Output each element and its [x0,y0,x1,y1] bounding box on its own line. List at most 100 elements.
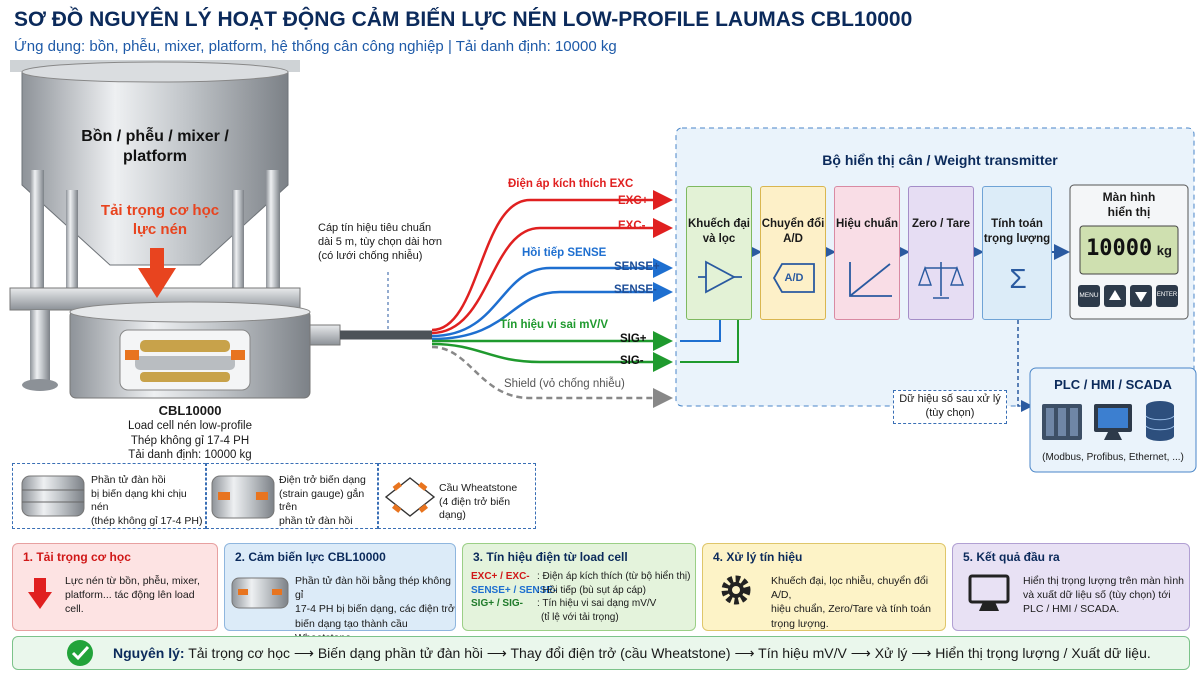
menu-button[interactable]: MENU [1079,292,1099,299]
enter-button[interactable]: ENTER [1156,292,1178,298]
down-button[interactable] [1130,285,1152,307]
step-2-text1: Phần tử đàn hồi bằng thép không gỉ [295,575,451,602]
up-button[interactable] [1104,285,1126,307]
step-1-text1: Lực nén từ bồn, phễu, mixer, [65,575,200,587]
stage-zero-tare-label: Zero / Tare [912,218,970,230]
tank-label-line1: Bồn / phễu / mixer / [81,128,229,145]
principle-text: Tải trọng cơ học ⟶ Biến dạng phần tử đàn… [188,645,1151,661]
signal-sig-key: SIG+ / SIG- [471,598,523,609]
stage-ad-label2: A/D [783,232,803,245]
signal-sense-val: : Hồi tiếp (bù sụt áp cáp) [537,584,646,596]
step-1-title: 1. Tải trọng cơ học [23,550,131,564]
loadcell-info: CBL10000 Load cell nén low-profile Thép … [110,403,270,462]
step-card-4: 4. Xử lý tín hiệu Khuếch đại, lọc nhiễu,… [702,543,946,631]
step-5-text1: Hiển thị trọng lượng trên màn hình [1023,575,1185,587]
principle-label: Nguyên lý: [113,645,185,661]
display-unit: kg [1156,243,1172,258]
loadcell-name: CBL10000 [158,403,222,418]
display-title-line1: Màn hình [1102,190,1156,204]
stage-zero-tare: Zero / Tare [908,186,974,320]
sense-plus-label: SENSE+ [614,261,660,273]
ad-symbol: A/D [784,272,804,284]
stage-ad-label1: Chuyển đổi [761,218,825,230]
step-card-3: 3. Tín hiệu điện từ load cell EXC+ / EXC… [462,543,696,631]
signal-sig-note: (tỉ lệ với tải trọng) [541,611,619,623]
step-5-text3: PLC / HMI / SCADA. [1023,603,1120,616]
step-4-text3: trọng lượng. [771,617,829,630]
step-2-title: 2. Cảm biến lực CBL10000 [235,550,386,564]
inset-wheatstone-line2: (4 điện trở biến dạng) [439,495,511,522]
page-title: SƠ ĐỒ NGUYÊN LÝ HOẠT ĐỘNG CẢM BIẾN LỰC N… [14,8,913,31]
step-card-5: 5. Kết quả đầu ra Hiển thị trọng lượng t… [952,543,1190,631]
step-card-2: 2. Cảm biến lực CBL10000 Phần tử đàn hồi… [224,543,456,644]
exc-plus-label: EXC+ [618,195,649,207]
plc-protocols: (Modbus, Profibus, Ethernet, ...) [1042,452,1184,463]
display-title-line2: hiển thị [1107,205,1151,219]
stage-amplifier-label1: Khuếch đại [688,218,750,230]
cable-note-line3: (có lưới chống nhiễu) [318,249,423,262]
sig-minus-label: SIG- [620,355,644,367]
step-4-text1: Khuếch đại, lọc nhiễu, chuyển đổi A/D, [771,575,929,602]
digital-note-line1: Dữ hiệu số sau xử lý [899,393,1001,405]
inset-elastic-line2: bị biến dạng khi chịu nén [91,487,187,514]
inset-wheatstone-line1: Cầu Wheatstone [439,482,518,494]
stage-calibration-label: Hiệu chuẩn [836,218,898,230]
inset-wheatstone: Cầu Wheatstone (4 điện trở biến dạng) [378,463,536,529]
shield-label: Shield (vỏ chống nhiễu) [504,378,625,390]
inset-strain-line3: phần tử đàn hồi [279,514,353,527]
tank-illustration [9,60,432,399]
stage-amplifier: Khuếch đại và lọc [686,186,752,320]
signal-sig-val: : Tín hiệu vi sai dạng mV/V [537,598,657,609]
digital-note: Dữ hiệu số sau xử lý (tùy chọn) [893,390,1007,424]
display-value: 10000 [1086,236,1153,261]
tank-label-line2: platform [123,148,187,165]
loadcell-desc3: Tải danh định: 10000 kg [128,449,252,461]
principle-bar: Nguyên lý: Tải trọng cơ học ⟶ Biến dạng … [12,636,1190,670]
sense-minus-label: SENSE- [614,284,657,296]
plc-title: PLC / HMI / SCADA [1054,377,1172,392]
step-card-1: 1. Tải trọng cơ học Lực nén từ bồn, phễu… [12,543,218,631]
cable-note-line2: dài 5 m, tùy chọn dài hơn [318,235,443,248]
sense-group-label: Hồi tiếp SENSE [522,247,607,259]
stage-weight-calc: Tính toán trọng lượng Σ [982,186,1052,320]
step-3-title: 3. Tín hiệu điện từ load cell [473,550,628,564]
display-readout: 10000 kg [1082,236,1176,261]
exc-group-label: Điện áp kích thích EXC [508,178,634,190]
step-5-text2: và xuất dữ liệu số (tùy chọn) tới [1023,589,1171,602]
load-label-line2: lực nén [132,220,188,238]
stage-weight-calc-label2: trọng lượng [983,232,1051,245]
signal-sense-key: SENSE+ / SENSE- [471,584,557,596]
inset-elastic-line3: (thép không gỉ 17-4 PH) [91,514,203,527]
inset-elastic-element: Phần tử đàn hồi bị biến dạng khi chịu né… [12,463,206,529]
inset-strain-gauge: Điện trở biến dạng (strain gauge) gắn tr… [206,463,378,529]
sig-plus-label: SIG+ [620,333,647,345]
signal-exc-val: : Điện áp kích thích (từ bộ hiển thị) [537,571,691,582]
inset-strain-line2: (strain gauge) gắn trên [279,487,365,514]
step-1-text2: platform... tác động lên load cell. [65,589,195,616]
stage-weight-calc-label1: Tính toán [991,218,1043,230]
step-4-text2: hiệu chuẩn, Zero/Tare và tính toán [771,603,931,616]
step-5-title: 5. Kết quả đầu ra [963,550,1060,564]
load-label: Tải trọng cơ học lực nén [80,202,240,240]
load-label-line1: Tải trọng cơ học [100,202,220,219]
cable-note: Cáp tín hiệu tiêu chuẩn dài 5 m, tùy chọ… [318,222,458,263]
digital-note-line2: (tùy chọn) [925,406,975,419]
cable-note-line1: Cáp tín hiệu tiêu chuẩn [318,222,432,234]
stage-amplifier-label2: và lọc [702,232,736,245]
stage-ad-converter: Chuyển đổi A/D A/D [760,186,826,320]
sigma-icon: Σ [1009,263,1027,294]
transmitter-title: Bộ hiển thị cân / Weight transmitter [822,152,1058,168]
signal-exc-key: EXC+ / EXC- [471,571,530,582]
inset-strain-line1: Điện trở biến dạng [279,474,366,486]
loadcell-desc1: Load cell nén low-profile [127,420,253,433]
sig-group-label: Tín hiệu vi sai mV/V [500,319,609,331]
step-4-title: 4. Xử lý tín hiệu [713,550,803,564]
loadcell-desc2: Thép không gỉ 17-4 PH [130,434,250,447]
page-subtitle: Ứng dụng: bồn, phễu, mixer, platform, hệ… [14,38,617,55]
exc-minus-label: EXC- [618,220,646,232]
step-2-text2: 17-4 PH bị biến dạng, các điện trở [295,603,455,616]
display-title: Màn hình hiển thị [1070,190,1188,220]
inset-elastic-line1: Phần tử đàn hồi [91,474,166,486]
stage-calibration: Hiệu chuẩn [834,186,900,320]
tank-label: Bồn / phễu / mixer / platform [60,127,250,167]
